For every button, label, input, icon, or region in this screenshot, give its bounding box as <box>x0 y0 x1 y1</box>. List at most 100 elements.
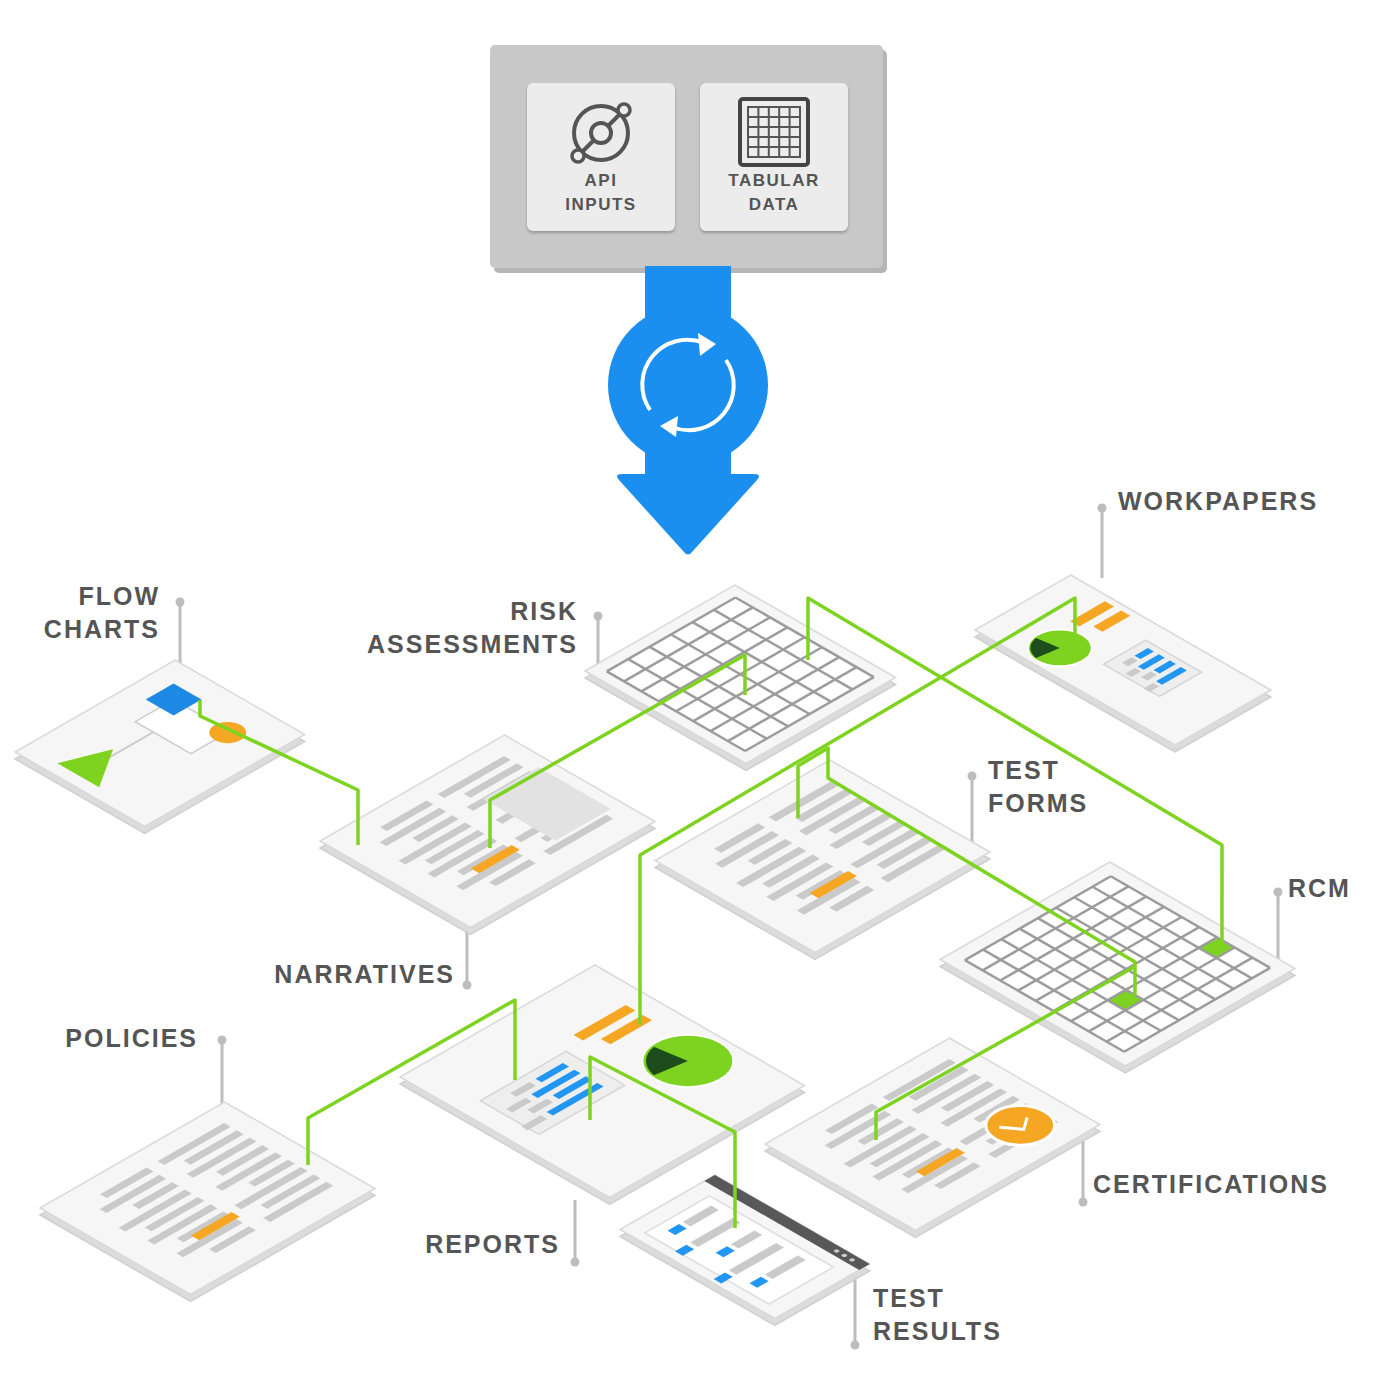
isometric-page <box>934 862 1301 1073</box>
isometric-page <box>34 1102 381 1302</box>
window-dot <box>848 1258 856 1262</box>
page <box>40 1102 375 1295</box>
result-bar <box>714 1272 733 1283</box>
highlight-bar <box>916 1148 965 1176</box>
highlight-bar <box>601 1015 652 1044</box>
highlight-bar <box>810 871 857 898</box>
document-illustration <box>975 575 1271 753</box>
document-label: CERTIFICATIONS <box>1093 1168 1329 1201</box>
window-panel <box>645 1196 833 1304</box>
chart-bar <box>1144 683 1160 692</box>
pie-slice <box>629 1044 688 1078</box>
leader-dot <box>1079 1198 1088 1207</box>
page <box>320 735 655 928</box>
leader-dot <box>218 1036 227 1045</box>
window-dot <box>833 1249 841 1253</box>
document-label: RISK ASSESSMENTS <box>367 595 578 661</box>
text-bar <box>828 805 879 834</box>
art-circle <box>572 150 584 162</box>
chart-bar <box>1141 672 1157 681</box>
result-bar <box>683 1206 719 1227</box>
document-node: REPORTS <box>400 965 805 1206</box>
document-node: TEST FORMS <box>655 760 990 961</box>
result-bar <box>765 1255 806 1279</box>
page <box>400 965 805 1198</box>
connector <box>200 700 358 845</box>
label-holder: API INPUTS <box>527 169 675 217</box>
result-bar <box>731 1231 762 1249</box>
document-label: POLICIES <box>65 1022 198 1055</box>
highlight-bar <box>191 1212 240 1240</box>
leader-dot <box>571 1258 580 1267</box>
document-label: TEST RESULTS <box>873 1282 1002 1348</box>
label-holder: TEST RESULTS <box>873 1282 1002 1348</box>
connector <box>490 655 745 848</box>
leader-line <box>221 1040 224 1108</box>
highlight-cell <box>1108 990 1144 1011</box>
page-shadow <box>940 869 1295 1073</box>
flow-link <box>108 732 153 758</box>
flow-decision <box>57 740 139 787</box>
chart-bar <box>547 1083 604 1116</box>
result-bar <box>668 1224 687 1235</box>
isometric-page <box>314 735 661 935</box>
art-line <box>671 634 809 714</box>
document-node: CERTIFICATIONS <box>765 1038 1100 1239</box>
source-label: TABULAR DATA <box>728 169 819 217</box>
result-bar <box>750 1277 769 1288</box>
connector <box>640 598 1075 1025</box>
document-node: FLOW CHARTS <box>15 660 305 835</box>
document-node: NARRATIVES <box>320 735 655 936</box>
chart-bar <box>1122 657 1138 666</box>
isometric-page <box>649 760 996 960</box>
art-line <box>693 622 831 702</box>
sync-circle <box>608 305 768 465</box>
art-line <box>965 960 1124 1052</box>
art-line <box>748 116 800 118</box>
art-line <box>735 597 873 677</box>
pie-chart <box>1015 622 1105 674</box>
connector <box>808 598 1222 945</box>
text-bar <box>248 1160 295 1187</box>
document-label: FLOW CHARTS <box>44 580 160 646</box>
art-circle <box>618 104 630 116</box>
text-bar <box>825 1104 878 1135</box>
leader-line <box>971 776 974 842</box>
text-block <box>483 767 611 840</box>
pie-chart <box>623 1024 752 1098</box>
sync-arc <box>642 340 704 410</box>
text-bar <box>132 1182 179 1209</box>
label-holder: TEST FORMS <box>988 754 1088 820</box>
isometric-page <box>9 660 311 834</box>
document-label: WORKPAPERS <box>1118 485 1318 518</box>
isometric-page <box>579 585 902 771</box>
connector <box>876 966 1136 1140</box>
page <box>765 1038 1100 1231</box>
grid-ground <box>607 597 874 751</box>
chart-panel <box>480 1051 624 1134</box>
isometric-page <box>614 1175 876 1326</box>
document-illustration <box>400 965 805 1206</box>
document-node: TEST RESULTS <box>620 1175 870 1327</box>
leader-dot <box>968 772 977 781</box>
document-label: TEST FORMS <box>988 754 1088 820</box>
label-holder: CERTIFICATIONS <box>1093 1168 1329 1201</box>
text-bar <box>380 801 433 832</box>
leader-lines <box>176 504 1283 1350</box>
document-illustration <box>620 1175 870 1327</box>
pie-slice <box>1019 636 1060 660</box>
page <box>620 1175 870 1319</box>
document-node: RCM <box>940 862 1295 1074</box>
page-shadow <box>585 592 896 771</box>
text-bar <box>714 823 765 852</box>
page <box>940 862 1295 1066</box>
isometric-page <box>394 965 811 1205</box>
art-line <box>1001 939 1160 1031</box>
text-bar <box>941 1081 994 1112</box>
document-label: RCM <box>1288 872 1351 905</box>
leader-line <box>1082 1140 1085 1202</box>
leader-line <box>854 1272 857 1345</box>
leader-dot <box>594 612 603 621</box>
